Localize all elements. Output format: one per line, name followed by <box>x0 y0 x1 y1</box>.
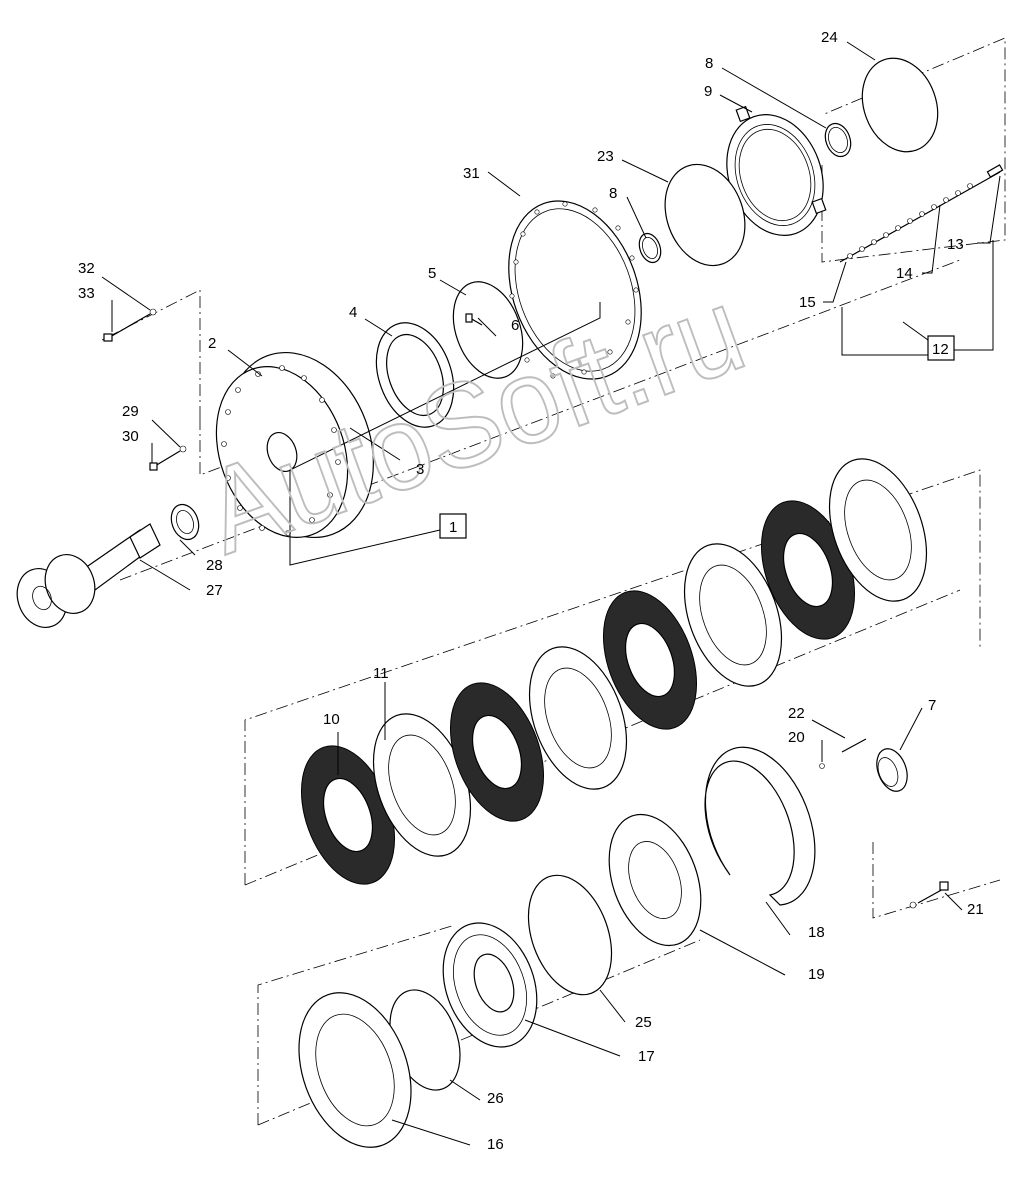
callout-box-1 <box>439 513 467 539</box>
part-25-thin-ring <box>527 874 613 996</box>
part-18-split-ring <box>704 746 816 906</box>
callout-26: 26 <box>487 1090 504 1107</box>
callout-18: 18 <box>808 924 825 941</box>
callout-27: 27 <box>206 582 223 599</box>
part-7-bearing <box>876 748 908 792</box>
callout-30: 30 <box>122 428 139 445</box>
part-19-disc <box>608 813 702 947</box>
part-8-snap-ring-lower <box>638 232 662 264</box>
part-27-gear-shaft <box>16 523 161 628</box>
callout-8-upper: 8 <box>705 55 713 72</box>
friction-disc-hub <box>624 622 676 698</box>
callout-4: 4 <box>349 304 357 321</box>
callout-33: 33 <box>78 285 95 302</box>
friction-disc-hub <box>471 714 523 790</box>
callout-13: 13 <box>947 236 964 253</box>
part-32-33-bolt <box>103 308 157 342</box>
callout-1: 1 <box>449 519 457 536</box>
steel-plate <box>828 458 928 602</box>
callout-2: 2 <box>208 335 216 352</box>
callout-32: 32 <box>78 260 95 277</box>
callout-16: 16 <box>487 1136 504 1153</box>
callout-8-lower: 8 <box>609 185 617 202</box>
callout-7: 7 <box>928 697 936 714</box>
clutch-pack <box>300 458 928 885</box>
callout-19: 19 <box>808 966 825 983</box>
callout-28: 28 <box>206 557 223 574</box>
steel-plate <box>528 646 628 790</box>
leader-lines <box>101 41 1001 1146</box>
callout-14: 14 <box>896 265 913 282</box>
part-17-piston <box>442 922 538 1048</box>
callout-10: 10 <box>323 711 340 728</box>
callout-24: 24 <box>821 29 838 46</box>
part-8-snap-ring-upper <box>824 122 852 158</box>
part-4-washer <box>375 322 455 428</box>
callout-12: 12 <box>932 341 949 358</box>
part-29-30-bolt <box>149 445 187 471</box>
callout-25: 25 <box>635 1014 652 1031</box>
part-13-14-15-pin-assembly <box>839 164 1004 263</box>
part-21-bolt <box>909 881 949 909</box>
steel-plate-inner <box>699 564 767 666</box>
part-2-housing-cover <box>215 351 374 539</box>
steel-plate-inner <box>544 667 612 769</box>
callout-11: 11 <box>373 665 389 682</box>
part-20-22-bolt <box>819 738 867 769</box>
callout-31: 31 <box>463 165 480 182</box>
callout-15: 15 <box>799 294 816 311</box>
callout-9: 9 <box>704 83 712 100</box>
part-31-gasket <box>508 200 642 380</box>
part-6-bolt <box>465 313 483 326</box>
callout-5: 5 <box>428 265 436 282</box>
callout-21: 21 <box>967 901 984 918</box>
part-28-seal <box>170 503 200 541</box>
callout-23: 23 <box>597 148 614 165</box>
boxed-callouts: 12 1 <box>439 335 955 539</box>
part-23-thin-ring <box>664 163 746 267</box>
callout-labels: 24 8 9 23 8 31 13 14 15 32 33 5 4 2 6 29… <box>78 29 984 1153</box>
part-10-friction-disc <box>300 745 396 885</box>
callout-17: 17 <box>638 1048 655 1065</box>
callout-6: 6 <box>511 317 519 334</box>
callout-20: 20 <box>788 729 805 746</box>
steel-plate <box>683 543 783 687</box>
part-16-slotted-cover <box>298 992 412 1148</box>
part-9-piston-housing <box>726 105 827 236</box>
friction-disc-hub <box>782 532 834 608</box>
callout-3: 3 <box>416 461 424 478</box>
part-24-seal-ring <box>861 57 939 153</box>
steel-plate-inner <box>844 479 912 581</box>
callout-29: 29 <box>122 403 139 420</box>
part-5-o-ring <box>452 281 524 379</box>
callout-box-12 <box>927 335 955 361</box>
callout-22: 22 <box>788 705 805 722</box>
